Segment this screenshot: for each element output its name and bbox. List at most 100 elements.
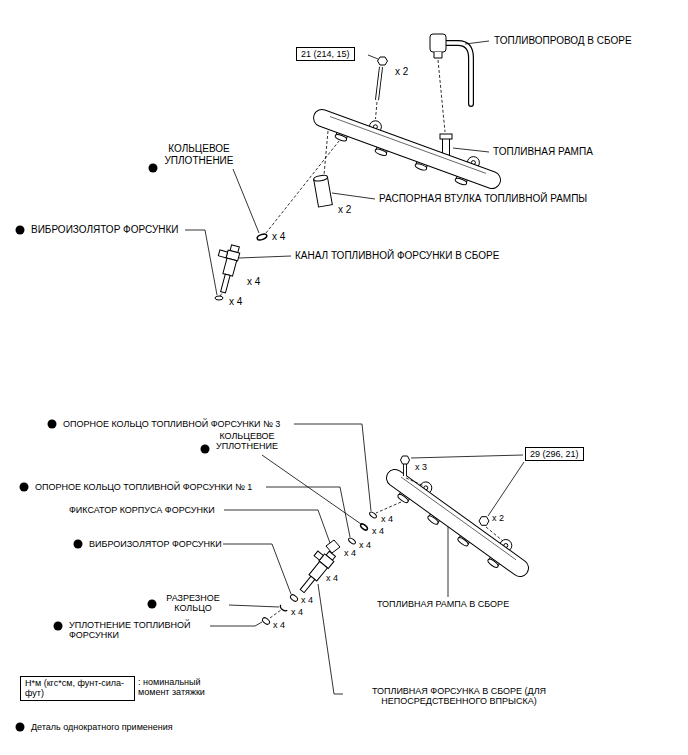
fuel-pipe xyxy=(446,43,471,104)
fuel-rail xyxy=(322,118,492,180)
bolt xyxy=(401,456,410,464)
rail-spacer xyxy=(313,175,328,182)
leader-line xyxy=(233,169,259,233)
bolt xyxy=(377,67,381,100)
quantity: x 4 xyxy=(325,573,339,583)
part-label: ТОПЛИВНАЯ РАМПА В СБОРЕ xyxy=(376,599,510,609)
bolt xyxy=(377,57,388,100)
backup-ring xyxy=(369,511,378,519)
part-label: ТОПЛИВНАЯ ФОРСУНКА В СБОРЕ (ДЛЯ НЕПОСРЕД… xyxy=(347,686,571,707)
fuel-rail-assembly xyxy=(395,478,520,568)
single-use-mark xyxy=(201,445,210,454)
single-use-mark xyxy=(148,600,157,609)
quantity: x 4 xyxy=(271,231,286,243)
quantity: x 4 xyxy=(371,526,385,536)
injector xyxy=(223,258,237,276)
fuel-pipe xyxy=(434,52,442,58)
fuel-rail-assembly xyxy=(395,478,520,568)
part-label: РАСПОРНАЯ ВТУЛКА ТОПЛИВНОЙ РАМПЫ xyxy=(378,193,588,205)
torque-value: 29 (296, 21) xyxy=(530,449,579,459)
bolt xyxy=(377,67,381,100)
single-use-mark xyxy=(48,420,57,429)
leader-line xyxy=(453,148,489,152)
assembly-line xyxy=(324,131,328,175)
rail-spacer xyxy=(313,175,332,207)
part-label: УПЛОТНЕНИЕ ТОПЛИВНОЙ ФОРСУНКИ xyxy=(68,620,210,641)
leader-line xyxy=(266,487,350,537)
assembly-line xyxy=(266,141,339,233)
quantity: x 4 xyxy=(300,595,314,605)
fuel-pipe xyxy=(430,34,471,104)
injector-insulator xyxy=(289,594,298,603)
backup-ring xyxy=(348,537,357,545)
o-ring xyxy=(256,233,267,241)
injector-seal xyxy=(261,617,270,626)
fuel-rail xyxy=(322,118,492,180)
leader-line xyxy=(368,55,378,59)
quantity: x 2 xyxy=(337,204,352,216)
injector xyxy=(210,242,242,294)
injector xyxy=(314,551,323,560)
leader-line xyxy=(465,41,489,44)
single-use-mark xyxy=(20,483,29,492)
part-label: РАЗРЕЗНОЕ КОЛЬЦО xyxy=(157,593,229,614)
leader-line xyxy=(224,510,330,543)
quantity: x 3 xyxy=(414,462,428,472)
leader-line xyxy=(185,230,217,295)
legend-box: Н*м (кгс*см, фунт-сила-фут): номинальный… xyxy=(20,676,135,701)
part-label: КАНАЛ ТОПЛИВНОЙ ФОРСУНКИ В СБОРЕ xyxy=(294,250,500,262)
part-label: КОЛЬЦЕВОЕ УПЛОТНЕНИЕ xyxy=(158,143,240,166)
single-use-mark xyxy=(16,226,25,235)
fuel-pipe xyxy=(446,43,471,104)
quantity: x 2 xyxy=(394,66,409,78)
injector xyxy=(218,250,227,258)
quantity: x 4 xyxy=(246,276,261,288)
quantity: x 4 xyxy=(343,548,357,558)
quantity: x 4 xyxy=(358,540,372,550)
assembly-line xyxy=(376,502,401,513)
part-label: ОПОРНОЕ КОЛЬЦО ТОПЛИВНОЙ ФОРСУНКИ № 1 xyxy=(34,482,253,492)
assembly-line xyxy=(376,102,378,119)
assembly-line xyxy=(486,527,503,541)
legend-text: Деталь однократного применения xyxy=(30,722,174,732)
quantity: x 2 xyxy=(491,513,505,523)
single-use-mark xyxy=(74,540,83,549)
injector-insulator xyxy=(215,296,223,300)
leader-line xyxy=(411,455,523,458)
legend-note: : номинальный момент затяжки xyxy=(138,677,233,698)
part-label: КОЛЬЦЕВОЕ УПЛОТНЕНИЕ xyxy=(211,431,283,452)
bolt xyxy=(403,463,407,476)
quantity: x 4 xyxy=(228,296,243,308)
leader-line xyxy=(488,462,524,516)
assembly-line xyxy=(220,292,223,296)
fuel-rail xyxy=(322,117,492,186)
o-ring xyxy=(360,523,369,531)
bolt xyxy=(401,456,410,476)
nut xyxy=(479,517,489,526)
fuel-pipe xyxy=(430,34,446,52)
leader-line xyxy=(185,41,524,694)
leader-line xyxy=(239,256,291,258)
leader-line xyxy=(229,605,279,607)
part-label: ОПОРНОЕ КОЛЬЦО ТОПЛИВНОЙ ФОРСУНКИ № 3 xyxy=(62,419,281,429)
assembly-line xyxy=(220,60,503,618)
bolt xyxy=(404,463,406,476)
part-label: ТОПЛИВНАЯ РАМПА xyxy=(492,146,594,158)
single-use-mark xyxy=(16,723,25,732)
quantity: x 4 xyxy=(272,620,286,630)
assembly-line xyxy=(438,60,445,132)
torque-spec-box: 21 (214, 15) xyxy=(296,47,355,61)
cut-ring xyxy=(280,605,287,611)
single-use-mark xyxy=(16,164,210,732)
part-label: ВИБРОИЗОЛЯТОР ФОРСУНКИ xyxy=(30,224,180,236)
part-label: ФИКСАТОР КОРПУСА ФОРСУНКИ xyxy=(68,505,216,515)
injector-holder xyxy=(326,540,340,553)
leader-line xyxy=(294,424,371,511)
quantity: x 4 xyxy=(380,514,394,524)
single-use-mark xyxy=(54,622,63,631)
injector xyxy=(292,546,337,595)
torque-value: 21 (214, 15) xyxy=(301,49,350,59)
